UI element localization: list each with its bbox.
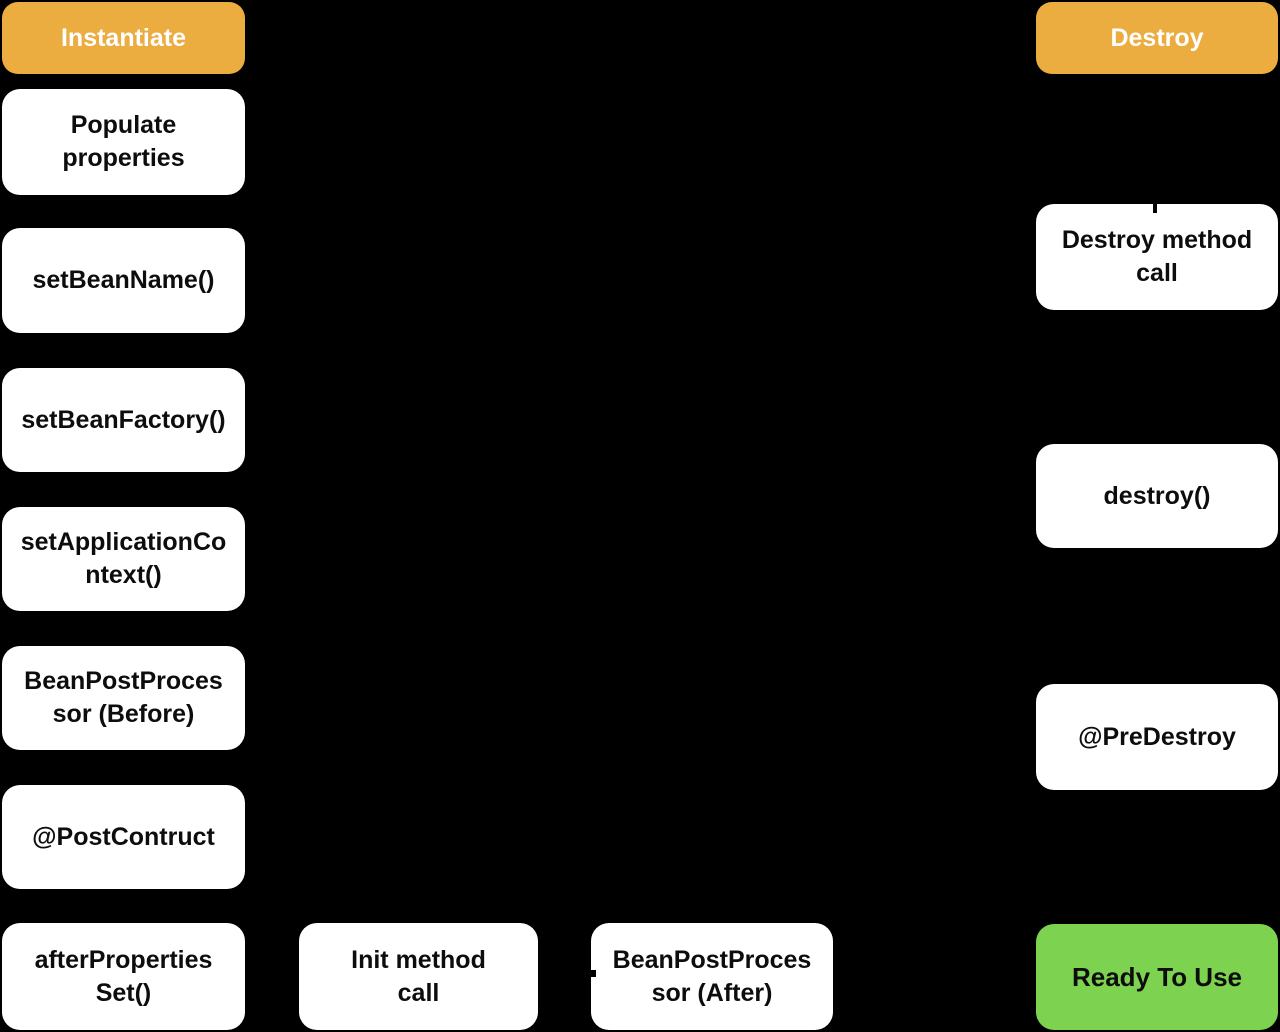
- step-node-after-properties-set: afterProperties Set(): [2, 923, 245, 1030]
- step-label: Destroy method call: [1061, 226, 1253, 287]
- arrow-remnant-icon: [591, 970, 596, 977]
- step-label: setBeanFactory(): [21, 405, 226, 434]
- status-label: Ready To Use: [1071, 961, 1242, 992]
- step-label: @PreDestroy: [1078, 722, 1236, 751]
- step-node-set-application-context: setApplicationCo ntext(): [2, 507, 245, 611]
- step-node-pre-destroy: @PreDestroy: [1036, 684, 1278, 790]
- status-node-ready-to-use: Ready To Use: [1036, 924, 1278, 1030]
- step-node-set-bean-name: setBeanName(): [2, 228, 245, 333]
- phase-node-destroy: Destroy: [1036, 2, 1278, 74]
- step-label: afterProperties Set(): [34, 945, 213, 1007]
- step-label: BeanPostProces sor (After): [612, 945, 812, 1007]
- step-label: setBeanName(): [32, 266, 215, 294]
- step-label: Populate properties: [62, 111, 185, 172]
- phase-label: Instantiate: [60, 23, 187, 52]
- step-node-post-contruct: @PostContruct: [2, 785, 245, 889]
- step-label: setApplicationCo ntext(): [20, 528, 227, 589]
- step-node-set-bean-factory: setBeanFactory(): [2, 368, 245, 472]
- step-node-populate-properties: Populate properties: [2, 89, 245, 195]
- step-node-destroy-method-call: Destroy method call: [1036, 204, 1278, 310]
- step-label: Init method call: [351, 945, 486, 1007]
- phase-node-instantiate: Instantiate: [2, 2, 245, 74]
- phase-label: Destroy: [1110, 23, 1204, 52]
- step-label: destroy(): [1103, 481, 1211, 510]
- step-label: @PostContruct: [32, 822, 215, 851]
- arrow-remnant-icon: [1153, 200, 1157, 213]
- step-node-destroy-method: destroy(): [1036, 444, 1278, 548]
- step-node-bean-post-processor-before: BeanPostProces sor (Before): [2, 646, 245, 750]
- step-label: BeanPostProces sor (Before): [24, 667, 223, 728]
- step-node-bean-post-processor-after: BeanPostProces sor (After): [591, 923, 833, 1030]
- step-node-init-method-call: Init method call: [299, 923, 538, 1030]
